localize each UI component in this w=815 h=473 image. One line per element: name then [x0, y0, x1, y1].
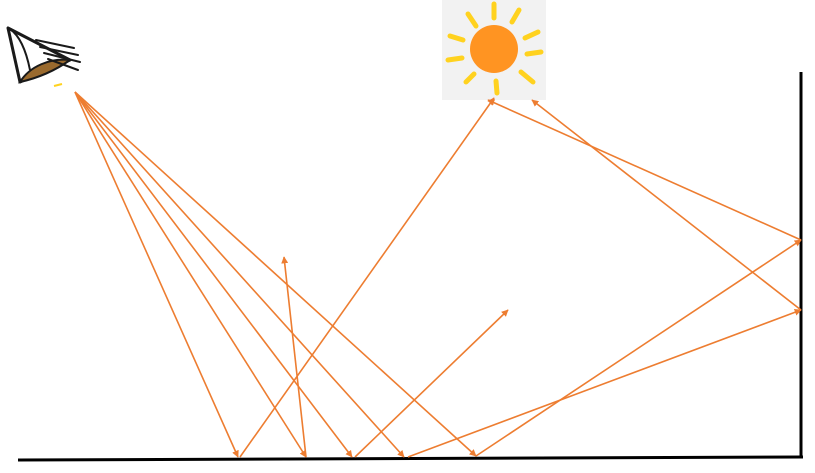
- ground-surface: [17, 455, 804, 462]
- eye-icon: [6, 26, 81, 87]
- eye-rays: [74, 91, 477, 458]
- eye-ray: [74, 91, 239, 458]
- eye-ray: [74, 91, 353, 458]
- sun-core: [470, 25, 518, 73]
- diffuse-ray: [354, 309, 509, 458]
- wall-bounce-ray: [475, 239, 802, 457]
- eye-ray: [74, 91, 477, 457]
- diffuse-ray: [281, 256, 307, 458]
- eye-ray: [74, 91, 307, 458]
- eye-ray: [74, 91, 405, 458]
- reflected-rays: [239, 97, 802, 458]
- wall-bounce-ray: [407, 308, 802, 458]
- sun-rays: [445, 1, 544, 96]
- ray-to-sun: [487, 99, 802, 241]
- sun-icon: [442, 0, 546, 100]
- ray-to-sun: [531, 99, 802, 311]
- ray-to-sun: [239, 97, 495, 458]
